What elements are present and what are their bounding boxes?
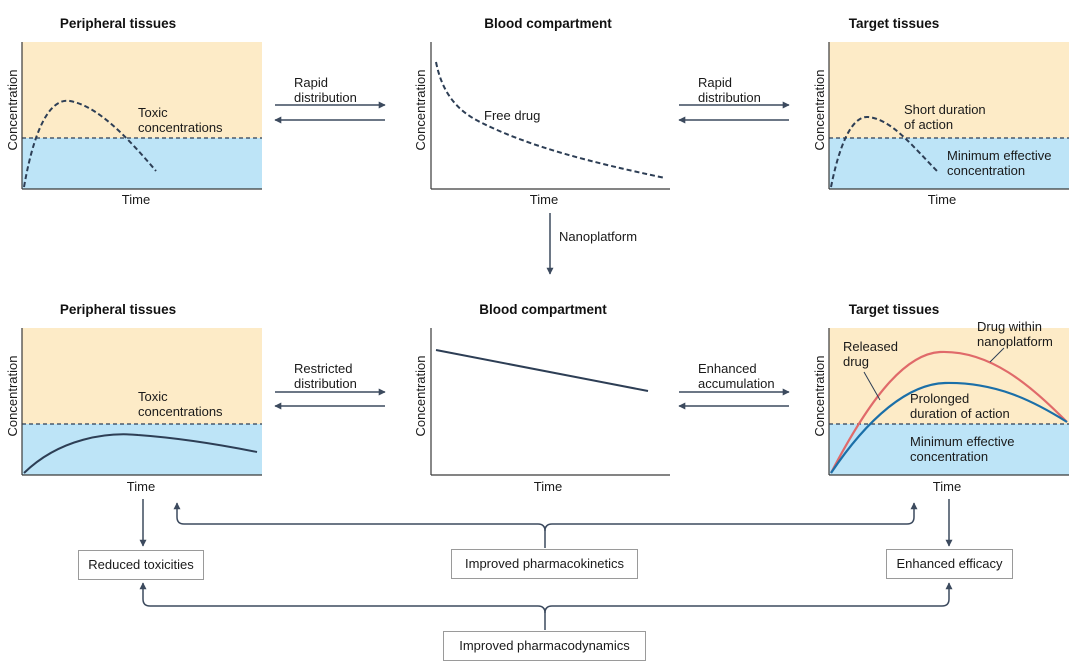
- improved-pharmacodynamics-box: Improved pharmacodynamics: [443, 631, 646, 661]
- concentration-curve: [23, 433, 258, 474]
- free-drug-curve: [435, 61, 666, 179]
- pd-bracket: [139, 582, 546, 630]
- toxic-zone: [22, 328, 262, 424]
- effective-zone: [829, 138, 1069, 189]
- reduced-toxicities-box: Reduced toxicities: [78, 550, 204, 580]
- enhanced-efficacy-box: Enhanced efficacy: [886, 549, 1013, 579]
- effective-zone: [22, 424, 262, 475]
- top-blood-panel: Blood compartment Concentration Time Fre…: [413, 16, 670, 207]
- released-pointer: [863, 371, 881, 401]
- bottom-peripheral-panel: Peripheral tissues Concentration Time To…: [5, 302, 262, 494]
- concentration-curve: [435, 349, 649, 392]
- x-axis-label: Time: [928, 192, 956, 207]
- bottom-blood-panel: Blood compartment Concentration Time: [413, 302, 670, 494]
- y-axis-label: Concentration: [413, 70, 428, 151]
- y-axis-label: Concentration: [5, 356, 20, 437]
- panel-title: Peripheral tissues: [60, 302, 176, 317]
- nanoplatform-transition: Nanoplatform: [546, 213, 637, 275]
- y-axis-label: Concentration: [812, 356, 827, 437]
- top-peripheral-panel: Peripheral tissues Concentration Time To…: [5, 16, 262, 207]
- curve-label: Free drug: [484, 108, 540, 123]
- x-axis-label: Time: [933, 479, 961, 494]
- panel-title: Blood compartment: [484, 16, 612, 31]
- panel-title: Target tissues: [849, 16, 940, 31]
- released-drug-curve: [830, 350, 1068, 474]
- nanoplatform-drug-curve: [830, 381, 1068, 474]
- panel-title: Target tissues: [849, 302, 940, 317]
- toxic-zone: [22, 42, 262, 138]
- toxic-zone: [829, 42, 1069, 138]
- concentration-curve: [830, 115, 939, 188]
- pk-bracket-right: [544, 502, 918, 532]
- panel-title: Peripheral tissues: [60, 16, 176, 31]
- improved-pharmacokinetics-box: Improved pharmacokinetics: [451, 549, 638, 579]
- outcome-connectors: [139, 499, 953, 630]
- y-axis-label: Concentration: [413, 356, 428, 437]
- panel-title: Blood compartment: [479, 302, 607, 317]
- nanoplatform-pointer: [989, 347, 1005, 363]
- y-axis-label: Concentration: [5, 70, 20, 151]
- x-axis-label: Time: [530, 192, 558, 207]
- x-axis-label: Time: [534, 479, 562, 494]
- pd-bracket-right: [544, 582, 953, 614]
- effective-zone: [829, 424, 1069, 475]
- bottom-target-panel: Target tissues Concentration Time Releas…: [812, 302, 1069, 494]
- top-target-panel: Target tissues Concentration Time Short …: [812, 16, 1069, 207]
- transition-label: Nanoplatform: [559, 229, 637, 244]
- effective-zone: [22, 138, 262, 189]
- x-axis-label: Time: [127, 479, 155, 494]
- concentration-curve: [23, 99, 157, 188]
- x-axis-label: Time: [122, 192, 150, 207]
- pk-bracket: [173, 502, 546, 548]
- y-axis-label: Concentration: [812, 70, 827, 151]
